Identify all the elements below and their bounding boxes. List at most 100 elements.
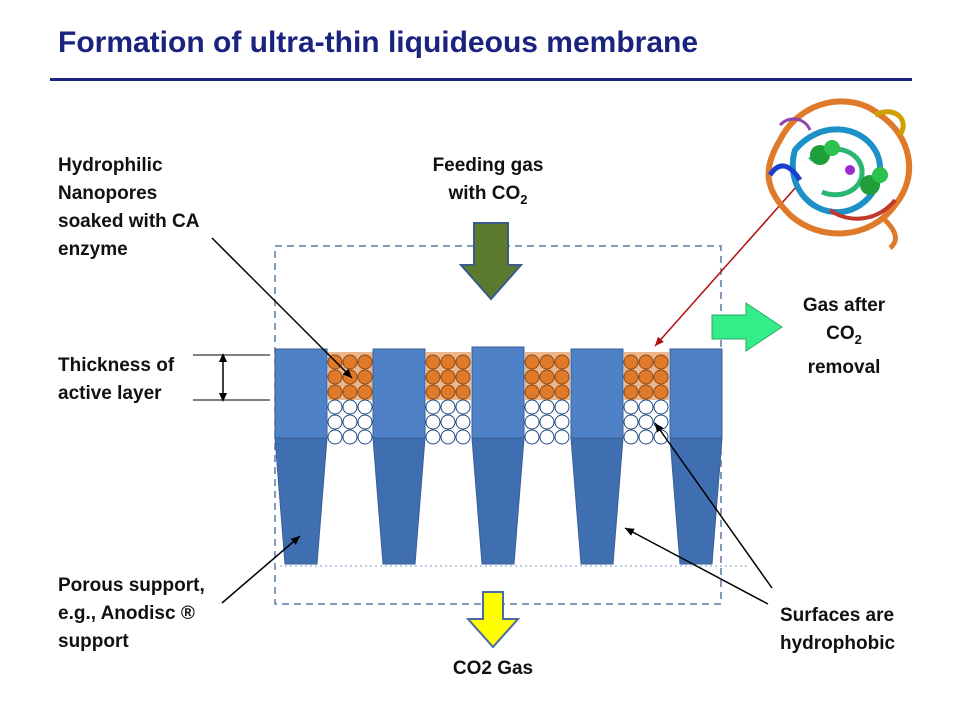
enzyme-filled-pore — [638, 384, 654, 400]
pillar-top — [372, 348, 426, 439]
empty-pore — [455, 429, 471, 445]
feeding-gas-label: Feeding gas with CO2 — [404, 152, 572, 214]
pillar-top — [669, 348, 723, 439]
empty-pore — [554, 399, 570, 415]
empty-pore — [327, 414, 343, 430]
empty-pore — [342, 399, 358, 415]
empty-pore — [623, 414, 639, 430]
enzyme-filled-pore — [524, 369, 540, 385]
enzyme-filled-pore — [455, 384, 471, 400]
enzyme-filled-pore — [455, 354, 471, 370]
empty-pore — [524, 399, 540, 415]
enzyme-filled-pore — [623, 354, 639, 370]
pillar-top — [274, 348, 328, 439]
enzyme-filled-pore — [653, 354, 669, 370]
empty-pore — [455, 414, 471, 430]
page-title: Formation of ultra-thin liquideous membr… — [58, 26, 699, 59]
hydrophilic-label-line3: soaked with CA — [58, 211, 200, 232]
enzyme-filled-pore — [554, 384, 570, 400]
hydrophobic-pointer-2 — [624, 527, 769, 605]
enzyme-filled-pore — [327, 384, 343, 400]
empty-pore — [357, 429, 373, 445]
empty-pore — [638, 399, 654, 415]
enzyme-filled-pore — [653, 384, 669, 400]
hydrophilic-label-line4: enzyme — [58, 239, 128, 260]
hydrophilic-label-line2: Nanopores — [58, 183, 158, 204]
enzyme-filled-pore — [425, 384, 441, 400]
hydrophilic-pointer — [211, 237, 353, 379]
empty-pore — [539, 429, 555, 445]
empty-pore — [653, 399, 669, 415]
empty-pore — [623, 429, 639, 445]
enzyme-filled-pore — [440, 384, 456, 400]
co2-gas-label: CO2 Gas — [452, 658, 534, 679]
enzyme-filled-pore — [524, 354, 540, 370]
enzyme-filled-pore — [638, 369, 654, 385]
pillar-taper — [372, 437, 426, 565]
enzyme-filled-pore — [357, 354, 373, 370]
empty-pore — [455, 399, 471, 415]
gas-after-line1: Gas after — [802, 295, 886, 316]
enzyme-filled-pore — [327, 369, 343, 385]
pillar-top — [570, 348, 624, 439]
empty-pore — [440, 429, 456, 445]
porous-pointer — [221, 535, 301, 604]
feeding-gas-line2: with CO2 — [448, 183, 528, 207]
feeding-gas-line1: Feeding gas — [432, 155, 544, 176]
hydrophilic-label-line1: Hydrophilic — [58, 155, 163, 176]
enzyme-filled-pore — [440, 354, 456, 370]
empty-pore — [554, 414, 570, 430]
hydrophilic-label: Hydrophilic Nanopores soaked with CA enz… — [58, 152, 199, 264]
porous-line2: e.g., Anodisc ® — [58, 603, 195, 624]
empty-pore — [425, 429, 441, 445]
enzyme-filled-pore — [524, 384, 540, 400]
enzyme-filled-pore — [342, 384, 358, 400]
empty-pore — [425, 414, 441, 430]
empty-pore — [539, 414, 555, 430]
enzyme-filled-pore — [623, 369, 639, 385]
porous-support-label: Porous support, e.g., Anodisc ® support — [58, 572, 205, 656]
empty-pore — [357, 399, 373, 415]
empty-pore — [554, 429, 570, 445]
gas-after-label: Gas after CO2 removal — [782, 292, 906, 382]
empty-pore — [440, 399, 456, 415]
title-underline — [50, 78, 912, 81]
empty-pore — [653, 414, 669, 430]
surfaces-line1: Surfaces are — [780, 605, 895, 626]
enzyme-filled-pore — [638, 354, 654, 370]
surfaces-label: Surfaces are hydrophobic — [780, 602, 895, 658]
enzyme-filled-pore — [554, 354, 570, 370]
pillar-taper — [274, 437, 328, 565]
pillar-taper — [669, 437, 723, 565]
enzyme-pointer — [654, 185, 798, 347]
empty-pore — [638, 429, 654, 445]
gas-after-line3: removal — [807, 356, 881, 378]
enzyme-filled-pore — [539, 369, 555, 385]
pillar-taper — [570, 437, 624, 565]
nanopores — [327, 352, 669, 445]
enzyme-filled-pore — [440, 369, 456, 385]
enzyme-filled-pore — [623, 384, 639, 400]
enzyme-filled-pore — [342, 354, 358, 370]
empty-pore — [327, 429, 343, 445]
empty-pore — [425, 399, 441, 415]
ca-enzyme-structure-image — [765, 98, 913, 250]
gas-after-line2: CO2 — [826, 323, 862, 347]
empty-pore — [357, 414, 373, 430]
enzyme-filled-pore — [455, 369, 471, 385]
empty-pore — [342, 429, 358, 445]
empty-pore — [539, 399, 555, 415]
enzyme-filled-pore — [554, 369, 570, 385]
enzyme-filled-pore — [539, 354, 555, 370]
thickness-label-line1: Thickness of — [58, 355, 175, 376]
surfaces-line2: hydrophobic — [780, 633, 896, 654]
feeding-gas-arrow — [458, 222, 524, 301]
empty-pore — [342, 414, 358, 430]
thickness-label-line2: active layer — [58, 383, 162, 404]
enzyme-filled-pore — [653, 369, 669, 385]
porous-line1: Porous support, — [58, 575, 205, 596]
enzyme-filled-pore — [357, 369, 373, 385]
enzyme-filled-pore — [539, 384, 555, 400]
support-pillars — [274, 346, 723, 565]
